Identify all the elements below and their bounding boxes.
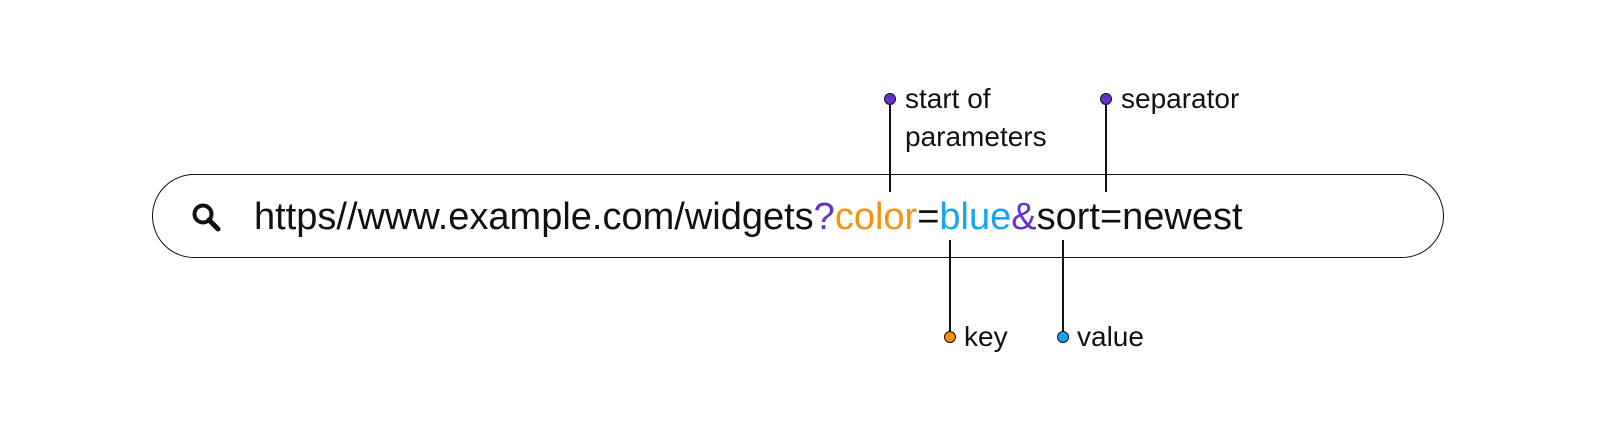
search-icon: [192, 203, 221, 232]
start-of-parameters-label-line1: start of: [905, 83, 991, 114]
key-connector: [949, 240, 951, 336]
start-of-parameters-connector: [889, 105, 891, 192]
query-start-symbol: ?: [813, 196, 835, 238]
separator-connector: [1105, 105, 1107, 192]
key-dot: [944, 331, 956, 343]
start-of-parameters-dot: [884, 93, 896, 105]
query-key: color: [834, 196, 918, 238]
value-dot: [1057, 331, 1069, 343]
value-connector: [1062, 240, 1064, 336]
url-text[interactable]: https//www.example.com/widgets?color=blu…: [254, 193, 1243, 241]
value-label: value: [1077, 321, 1144, 352]
equals-sign: =: [917, 196, 940, 238]
start-of-parameters-label-line2: parameters: [905, 121, 1047, 152]
url-base: https//www.example.com/widgets: [254, 196, 814, 238]
query-value: blue: [939, 196, 1012, 238]
key-label: key: [964, 321, 1008, 352]
separator-symbol: &: [1011, 196, 1037, 238]
separator-dot: [1100, 93, 1112, 105]
url-rest: sort=newest: [1036, 196, 1243, 238]
separator-label: separator: [1121, 83, 1240, 114]
url-bar[interactable]: [152, 174, 1444, 258]
